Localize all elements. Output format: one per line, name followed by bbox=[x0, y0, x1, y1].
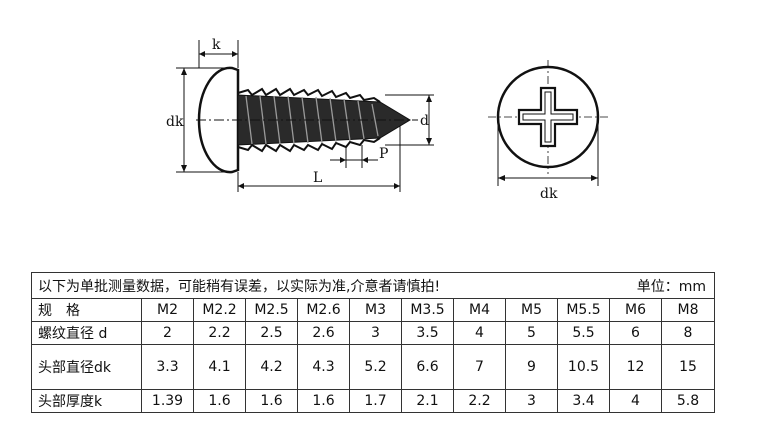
spec-header-label: 规 格 bbox=[31, 298, 142, 322]
size-cell: M6 bbox=[609, 298, 662, 322]
value-cell: 2.5 bbox=[245, 321, 298, 345]
notice-row: 以下为单批测量数据，可能稍有误差，以实际为准,介意者请慎拍! 单位：mm bbox=[31, 272, 715, 299]
size-cell: M2 bbox=[141, 298, 194, 322]
value-cell: 5.8 bbox=[661, 389, 715, 413]
value-cell: 3.5 bbox=[401, 321, 454, 345]
size-cell: M2.2 bbox=[193, 298, 246, 322]
value-cell: 5.5 bbox=[557, 321, 610, 345]
label-d: d bbox=[420, 113, 429, 129]
table-row-thread-diameter: 螺纹直径 d 2 2.2 2.5 2.6 3 3.5 4 5 5.5 6 8 bbox=[31, 321, 715, 345]
table-row-head-diameter: 头部直径dk 3.3 4.1 4.2 4.3 5.2 6.6 7 9 10.5 … bbox=[31, 344, 715, 390]
row-label: 螺纹直径 d bbox=[31, 321, 142, 345]
value-cell: 2.6 bbox=[297, 321, 350, 345]
value-cell: 8 bbox=[661, 321, 715, 345]
value-cell: 9 bbox=[505, 344, 558, 390]
value-cell: 1.6 bbox=[297, 389, 350, 413]
size-cell: M2.5 bbox=[245, 298, 298, 322]
value-cell: 2.2 bbox=[453, 389, 506, 413]
value-cell: 4.3 bbox=[297, 344, 350, 390]
size-cell: M4 bbox=[453, 298, 506, 322]
value-cell: 6.6 bbox=[401, 344, 454, 390]
table-row-head-thickness: 头部厚度k 1.39 1.6 1.6 1.6 1.7 2.1 2.2 3 3.4… bbox=[31, 389, 715, 413]
phillips-cross-icon bbox=[517, 86, 579, 148]
size-cell: M3.5 bbox=[401, 298, 454, 322]
value-cell: 5 bbox=[505, 321, 558, 345]
size-cell: M8 bbox=[661, 298, 715, 322]
label-L: L bbox=[313, 170, 322, 186]
value-cell: 10.5 bbox=[557, 344, 610, 390]
value-cell: 3 bbox=[349, 321, 402, 345]
size-cell: M3 bbox=[349, 298, 402, 322]
screw-thread bbox=[237, 87, 411, 153]
screw-diagram: k dk d P L dk bbox=[166, 37, 608, 202]
value-cell: 2.2 bbox=[193, 321, 246, 345]
value-cell: 12 bbox=[609, 344, 662, 390]
value-cell: 3.3 bbox=[141, 344, 194, 390]
value-cell: 1.6 bbox=[245, 389, 298, 413]
row-label: 头部直径dk bbox=[31, 344, 142, 390]
value-cell: 15 bbox=[661, 344, 715, 390]
value-cell: 1.6 bbox=[193, 389, 246, 413]
size-header-row: 规 格 M2 M2.2 M2.5 M2.6 M3 M3.5 M4 M5 M5.5… bbox=[31, 298, 715, 322]
label-P: P bbox=[379, 146, 388, 162]
label-dk-side: dk bbox=[166, 114, 184, 130]
size-cell: M5 bbox=[505, 298, 558, 322]
label-k: k bbox=[212, 37, 221, 53]
value-cell: 1.7 bbox=[349, 389, 402, 413]
value-cell: 4.1 bbox=[193, 344, 246, 390]
value-cell: 3.4 bbox=[557, 389, 610, 413]
value-cell: 2 bbox=[141, 321, 194, 345]
value-cell: 2.1 bbox=[401, 389, 454, 413]
size-cell: M5.5 bbox=[557, 298, 610, 322]
unit-label: 单位：mm bbox=[609, 272, 715, 299]
size-cell: M2.6 bbox=[297, 298, 350, 322]
screw-side-view: k dk d P L bbox=[166, 37, 434, 192]
value-cell: 1.39 bbox=[141, 389, 194, 413]
measurement-notice: 以下为单批测量数据，可能稍有误差，以实际为准,介意者请慎拍! bbox=[31, 272, 610, 299]
value-cell: 3 bbox=[505, 389, 558, 413]
value-cell: 5.2 bbox=[349, 344, 402, 390]
label-dk-front: dk bbox=[540, 186, 558, 202]
value-cell: 4 bbox=[453, 321, 506, 345]
row-label: 头部厚度k bbox=[31, 389, 142, 413]
value-cell: 4 bbox=[609, 389, 662, 413]
spec-table: 以下为单批测量数据，可能稍有误差，以实际为准,介意者请慎拍! 单位：mm 规 格… bbox=[31, 272, 715, 413]
value-cell: 6 bbox=[609, 321, 662, 345]
value-cell: 4.2 bbox=[245, 344, 298, 390]
screw-front-view: dk bbox=[488, 60, 608, 202]
value-cell: 7 bbox=[453, 344, 506, 390]
